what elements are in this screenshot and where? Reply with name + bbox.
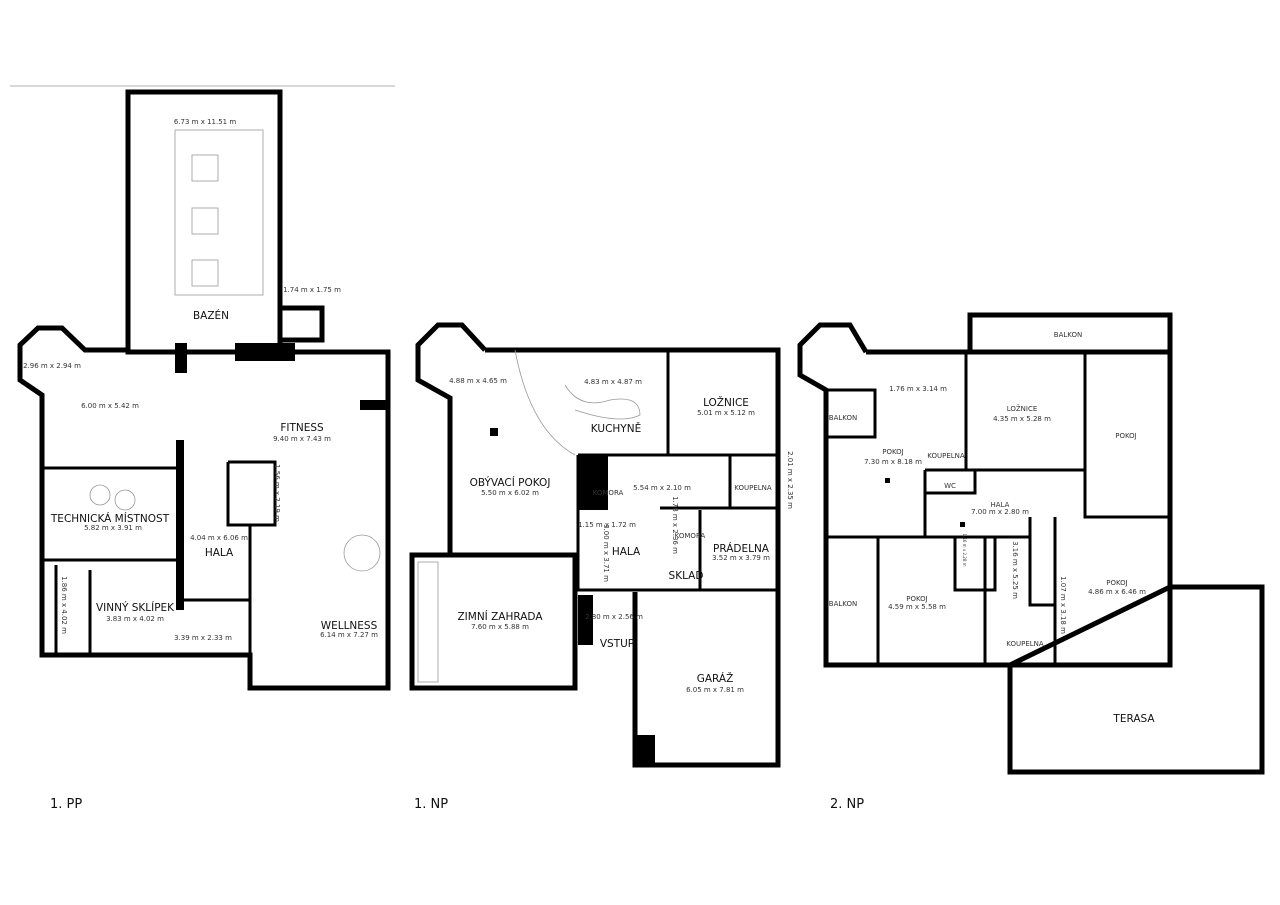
wellness-dimension: 6.14 m x 7.27 m (320, 631, 378, 639)
wellness-label: WELLNESS (321, 620, 378, 632)
hall-dimension: 4.04 m x 6.06 m (190, 534, 248, 542)
bay-dimension: 1.76 m x 3.14 m (889, 385, 947, 393)
1np-outer-wall (415, 322, 487, 555)
winter-garden-label: ZIMNÍ ZAHRADA (457, 610, 543, 623)
pantry-label: KOMORA (593, 489, 624, 497)
entry-label: VSTUP (600, 638, 634, 650)
lounge-dimension: 6.00 m x 5.42 m (81, 402, 139, 410)
bathroom-label: KOUPELNA (734, 484, 772, 492)
bedroom-dimension: 5.01 m x 5.12 m (697, 409, 755, 417)
bay-dimension: 4.88 m x 4.65 m (449, 377, 507, 385)
winter-garden-dimension: 7.60 m x 5.88 m (471, 623, 529, 631)
floor-label-1np: 1. NP (414, 797, 448, 812)
kitchen-label: KUCHYNĚ (591, 422, 641, 435)
main-room-dimension: 7.30 m x 8.18 m (864, 458, 922, 466)
floor-plan-1pp: 6.73 m x 11.51 m BAZÉN 1.74 m x 1.75 m 2… (10, 85, 395, 812)
hall-dimension: 7.00 m x 2.80 m (971, 508, 1029, 516)
terrace-walls (1007, 584, 1265, 775)
winter-garden-walls (409, 552, 578, 691)
hall-label: HALA (205, 547, 234, 559)
storage-label: SKLAD (669, 570, 704, 582)
laundry-dimension: 3.52 m x 3.79 m (712, 554, 770, 562)
small-room-dimension: 1.15 m x 1.72 m (578, 521, 636, 529)
entry-dimension: 2.80 m x 2.56 m (585, 613, 643, 621)
annex-dimension: 1.74 m x 1.75 m (283, 286, 341, 294)
wine-cellar-dimension: 3.83 m x 4.02 m (106, 615, 164, 623)
main-room-label: POKOJ (882, 448, 904, 456)
bedroom-label: LOŽNICE (1007, 404, 1038, 413)
floor-plan-2np: BALKON 1.76 m x 3.14 m BALKON LOŽNICE 4.… (797, 312, 1265, 812)
sw-room-dimension: 4.59 m x 5.58 m (888, 603, 946, 611)
bathroom-dimension: 3.16 m x 5.25 m (1011, 541, 1019, 599)
sw-room-label: POKOJ (906, 595, 928, 603)
1pp-outer-wall (17, 325, 391, 691)
garage-label: GARÁŽ (697, 672, 734, 685)
living-room-label: OBÝVACÍ POKOJ (470, 476, 551, 489)
se-room-label: POKOJ (1106, 579, 1128, 587)
store-dimension: 3.39 m x 2.33 m (174, 634, 232, 642)
hall-dimension: 3.00 m x 3.71 m (602, 524, 610, 582)
bay-dimension: 2.96 m x 2.94 m (23, 362, 81, 370)
top-balcony-label: BALKON (1054, 331, 1082, 339)
bedroom-dimension: 4.35 m x 5.28 m (993, 415, 1051, 423)
wine-cellar-label: VINNÝ SKLÍPEK (96, 601, 175, 614)
cellar-side-dimension: 1.86 m x 4.02 m (60, 576, 68, 634)
laundry-label: PRÁDELNA (713, 542, 770, 555)
wc-dimension: 1.56 m x 2.19 m (273, 464, 281, 522)
garage-dimension: 6.05 m x 7.81 m (686, 686, 744, 694)
corridor-dimension: 5.54 m x 2.10 m (633, 484, 691, 492)
kitchen-dimension: 4.83 m x 4.87 m (584, 378, 642, 386)
2np-outer-wall (797, 322, 1173, 668)
bathroom-dimension: 2.01 m x 2.35 m (786, 451, 794, 509)
left-balcony-label: BALKON (829, 414, 857, 422)
small-bathroom-label: KOUPELNA (927, 452, 965, 460)
floor-label-2np: 2. NP (830, 797, 864, 812)
floor-label-1pp: 1. PP (50, 797, 82, 812)
pantry2-label: KOMORA (675, 532, 706, 540)
se-room-dimension: 4.86 m x 6.46 m (1088, 588, 1146, 596)
floor-plan-1np: 4.88 m x 4.65 m 4.83 m x 4.87 m LOŽNICE … (409, 322, 794, 812)
pool-dimension: 6.73 m x 11.51 m (174, 118, 236, 126)
terrace-label: TERASA (1112, 713, 1155, 725)
fitness-label: FITNESS (280, 422, 324, 434)
bathroom-label: KOUPELNA (1006, 640, 1044, 648)
tech-room-label: TECHNICKÁ MÍSTNOST (50, 512, 170, 525)
tech-room-dimension: 5.82 m x 3.91 m (84, 524, 142, 532)
pantry2-dimension: 1.78 m x 2.36 m (671, 496, 679, 554)
fitness-dimension: 9.40 m x 7.43 m (273, 435, 331, 443)
right-room-label: POKOJ (1115, 432, 1137, 440)
hall-label: HALA (991, 501, 1010, 509)
living-room-dimension: 5.50 m x 6.02 m (481, 489, 539, 497)
wc-label: WC (944, 482, 956, 490)
bedroom-label: LOŽNICE (703, 396, 749, 409)
bottom-balcony-label: BALKON (829, 600, 857, 608)
pool-label: BAZÉN (193, 309, 229, 322)
hall-label: HALA (612, 546, 641, 558)
closet2-dimension: 1.07 m x 3.18 m (1059, 576, 1067, 634)
closet-dimension: 1.46 m x 2.28 m (962, 533, 967, 566)
